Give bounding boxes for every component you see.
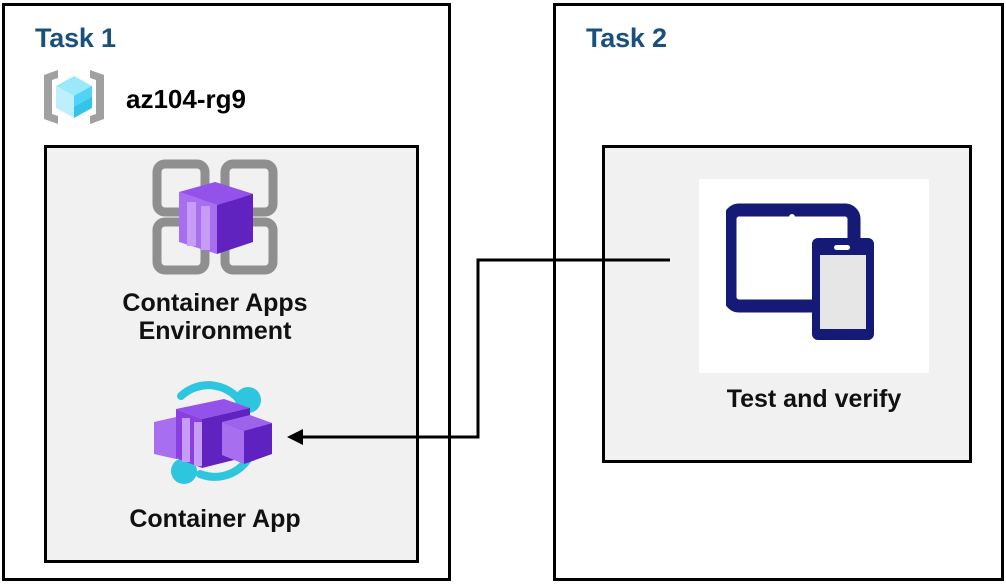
azure-resource-group-icon — [38, 66, 110, 133]
task-1-panel: Task 1 az104-rg9 — [2, 3, 451, 581]
resource-group-label: az104-rg9 — [126, 84, 246, 114]
test-and-verify-label: Test and verify — [726, 385, 902, 413]
container-app-label: Container App — [129, 505, 301, 533]
container-apps-environment-label: Container Apps Environment — [122, 289, 308, 345]
task-2-title: Task 2 — [586, 23, 667, 53]
task-2-group-box: Test and verify — [602, 145, 972, 463]
task-2-panel: Task 2 — [553, 3, 1004, 581]
container-apps-environment-item: Container Apps Environment — [65, 156, 365, 345]
container-apps-environment-icon — [149, 156, 281, 283]
container-app-icon — [140, 376, 290, 499]
test-devices-icon — [723, 200, 902, 353]
container-app-item: Container App — [65, 376, 365, 533]
task-1-title: Task 1 — [35, 23, 116, 53]
resource-group-row: az104-rg9 — [38, 66, 246, 133]
test-and-verify-item: Test and verify — [674, 179, 954, 414]
test-and-verify-icon-backdrop — [699, 179, 929, 373]
